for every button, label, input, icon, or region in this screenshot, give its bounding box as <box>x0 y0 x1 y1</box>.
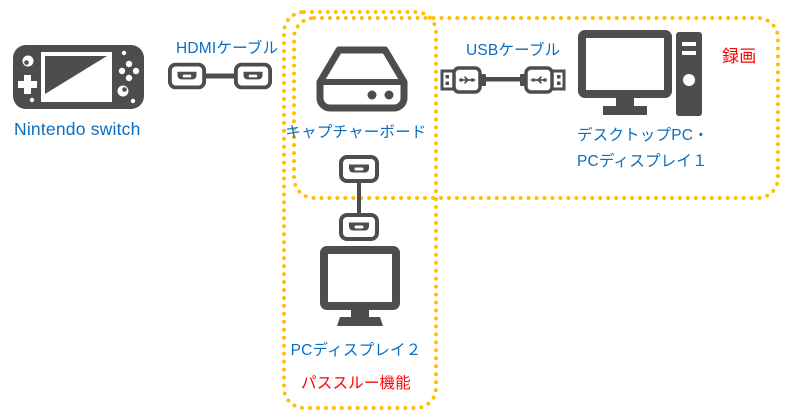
passthrough-region-label: パススルー機能 <box>301 375 411 392</box>
desktop-pc-label: デスクトップPC・ PCディスプレイ１ <box>577 123 709 175</box>
usb-cable-icon <box>440 62 566 98</box>
hdmi-connector-icon <box>339 213 379 241</box>
desktop-pc-label-line1: デスクトップPC・ <box>577 127 709 144</box>
hdmi-connector-icon <box>339 155 379 183</box>
hdmi-cable-icon <box>168 62 272 90</box>
hdmi-cable-label: HDMIケーブル <box>176 40 279 57</box>
desktop-pc-label-line2: PCディスプレイ１ <box>577 153 708 170</box>
capture-board-label: キャプチャーボード <box>285 124 427 141</box>
recording-region-label: 録画 <box>722 47 757 66</box>
pc-display-2-label: PCディスプレイ２ <box>290 342 422 359</box>
nintendo-switch-icon <box>12 44 145 110</box>
capture-board-icon <box>312 38 412 112</box>
monitor-icon <box>320 246 400 328</box>
desktop-pc-icon <box>578 30 702 120</box>
recording-region-box <box>292 16 780 200</box>
passthrough-region-box <box>282 10 438 410</box>
usb-cable-label: USBケーブル <box>466 42 561 59</box>
nintendo-switch-label: Nintendo switch <box>14 119 141 139</box>
hdmi-cable-vertical-icon <box>357 181 361 216</box>
